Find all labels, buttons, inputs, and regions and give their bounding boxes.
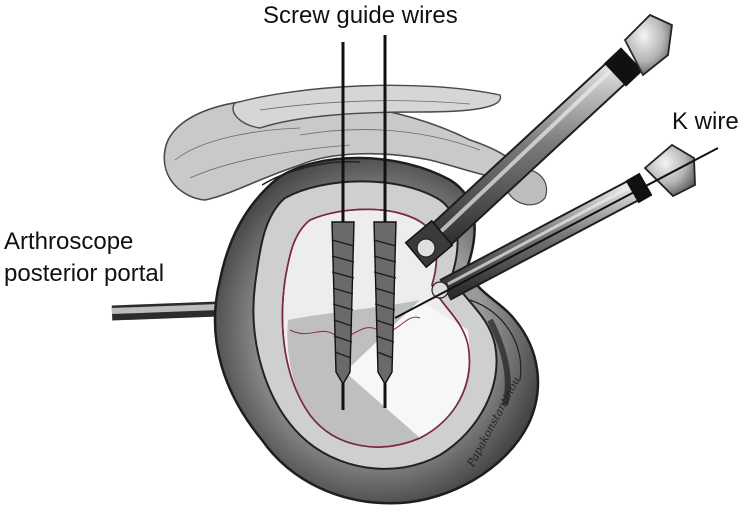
- label-arthroscope-line1: Arthroscope: [4, 228, 134, 255]
- label-screw-guide-wires: Screw guide wires: [263, 2, 458, 29]
- screw-right: [373, 221, 397, 386]
- screw-guide-wires: [331, 35, 397, 410]
- screw-left: [331, 221, 355, 386]
- label-arthroscope-line2: posterior portal: [4, 260, 165, 287]
- label-k-wire: K wire: [672, 108, 739, 135]
- k-wire-guide: [431, 143, 696, 301]
- k-wire: [394, 147, 719, 319]
- cannula-upper: [404, 13, 673, 269]
